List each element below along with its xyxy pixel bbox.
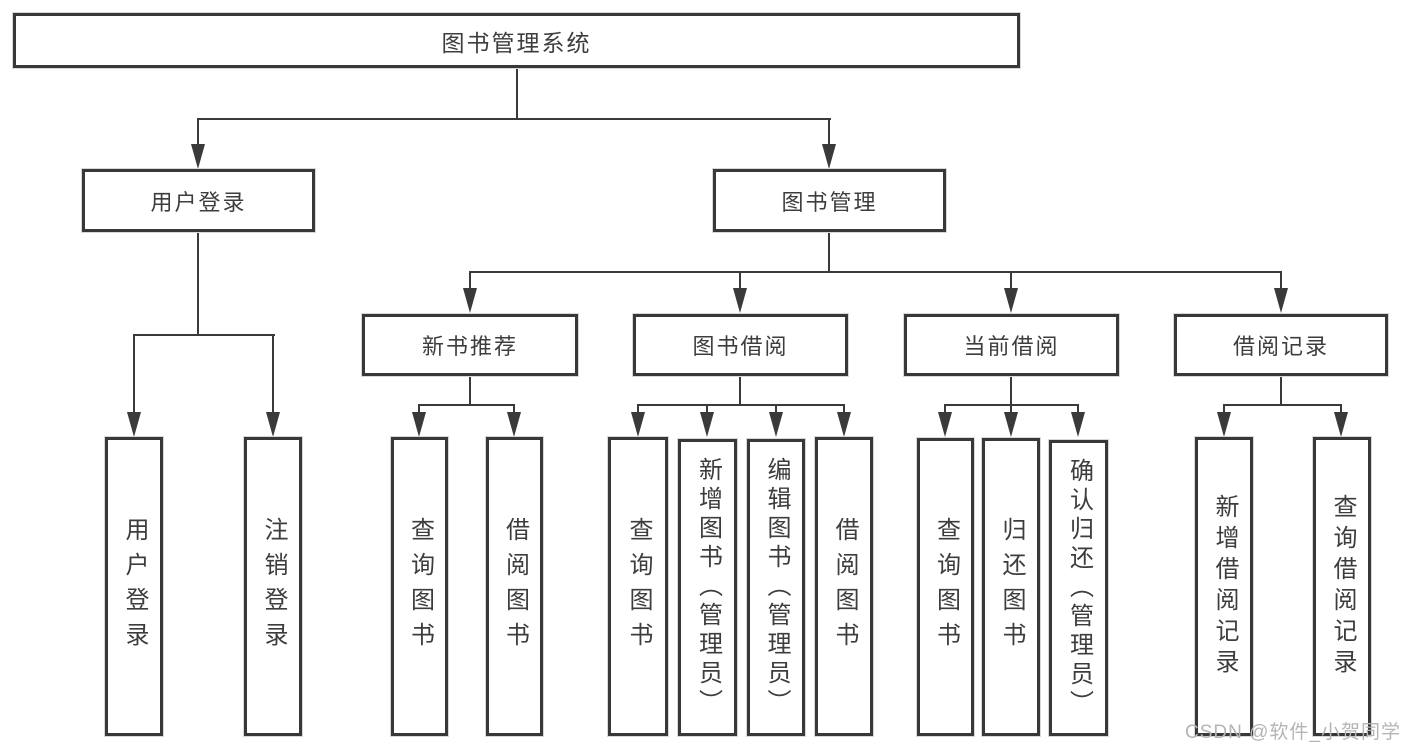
- leaf-query-books-borrowing: 查询图书: [608, 437, 668, 736]
- node-book-management: 图书管理: [713, 169, 946, 232]
- connector-line: [1077, 404, 1079, 414]
- connector-line: [418, 404, 420, 414]
- node-book-borrowing: 图书借阅: [633, 314, 848, 376]
- connector-line: [469, 271, 471, 291]
- connector-line: [944, 404, 946, 414]
- connector-line: [828, 118, 830, 146]
- node-current-borrowing: 当前借阅: [904, 314, 1119, 376]
- arrow-down-icon: [266, 412, 280, 437]
- arrow-down-icon: [1071, 412, 1085, 437]
- leaf-return-book: 归还图书: [982, 438, 1040, 736]
- node-label: 查询图书: [932, 517, 960, 657]
- connector-line: [272, 334, 274, 414]
- connector-line: [133, 334, 135, 414]
- leaf-logout: 注销登录: [244, 437, 302, 736]
- connector-line: [133, 334, 275, 336]
- connector-line: [197, 118, 199, 146]
- node-label: 归还图书: [998, 517, 1025, 657]
- arrow-down-icon: [191, 144, 205, 169]
- leaf-add-book-admin: 新增图书（管理员）: [678, 439, 737, 736]
- connector-line: [197, 118, 831, 120]
- arrow-down-icon: [700, 412, 714, 437]
- arrow-down-icon: [507, 412, 521, 437]
- connector-line: [418, 404, 515, 406]
- connector-line: [775, 404, 777, 414]
- connector-line: [197, 232, 199, 335]
- csdn-watermark: CSDN @软件_小贺同学: [1185, 722, 1401, 743]
- node-label: 图书管理: [781, 189, 878, 215]
- connector-line: [1280, 271, 1282, 291]
- leaf-edit-book-admin: 编辑图书（管理员）: [747, 439, 805, 736]
- node-label: 查询图书: [625, 516, 652, 657]
- arrow-down-icon: [1334, 412, 1348, 437]
- connector-line: [469, 271, 1282, 273]
- arrow-down-icon: [1004, 288, 1018, 313]
- arrow-down-icon: [1004, 412, 1018, 437]
- leaf-query-borrow-record: 查询借阅记录: [1313, 437, 1371, 736]
- node-label: 用户登录: [121, 516, 148, 657]
- leaf-user-login: 用户登录: [105, 437, 163, 736]
- node-label: 查询图书: [406, 516, 434, 657]
- connector-line: [828, 232, 830, 273]
- arrow-down-icon: [822, 144, 836, 169]
- node-label: 查询借阅记录: [1329, 493, 1356, 680]
- arrow-down-icon: [769, 412, 783, 437]
- node-label: 注销登录: [260, 516, 287, 657]
- connector-line: [1280, 376, 1282, 405]
- arrow-down-icon: [938, 412, 952, 437]
- leaf-borrow-books-borrowing: 借阅图书: [815, 437, 873, 736]
- node-library-management-system: 图书管理系统: [13, 13, 1020, 68]
- node-label: 新书推荐: [421, 334, 518, 359]
- connector-line: [1010, 271, 1012, 291]
- connector-line: [513, 404, 515, 414]
- connector-line: [843, 404, 845, 414]
- leaf-borrow-books-recommend: 借阅图书: [486, 437, 543, 736]
- node-borrowing-records: 借阅记录: [1174, 314, 1388, 376]
- arrow-down-icon: [127, 412, 141, 437]
- connector-line: [469, 376, 471, 405]
- node-label: 当前借阅: [963, 334, 1060, 359]
- node-label: 新增图书（管理员）: [694, 457, 722, 718]
- connector-line: [1223, 404, 1225, 414]
- leaf-add-borrow-record: 新增借阅记录: [1195, 437, 1253, 736]
- node-label: 借阅图书: [501, 516, 529, 657]
- node-user-login: 用户登录: [82, 169, 315, 232]
- arrow-down-icon: [1274, 288, 1288, 313]
- connector-line: [1223, 404, 1342, 406]
- connector-line: [637, 404, 844, 406]
- node-label: 编辑图书（管理员）: [763, 457, 790, 718]
- arrow-down-icon: [1217, 412, 1231, 437]
- connector-line: [1010, 376, 1012, 405]
- arrow-down-icon: [631, 412, 645, 437]
- node-label: 图书管理系统: [441, 29, 592, 56]
- connector-line: [1010, 404, 1012, 414]
- node-label: 借阅图书: [831, 516, 858, 657]
- leaf-query-books-recommend: 查询图书: [391, 437, 448, 736]
- node-label: 图书借阅: [692, 334, 789, 359]
- leaf-query-books-current: 查询图书: [917, 438, 974, 736]
- arrow-down-icon: [733, 288, 747, 313]
- arrow-down-icon: [463, 288, 477, 313]
- connector-line: [516, 68, 518, 119]
- node-label: 确认归还（管理员）: [1065, 457, 1093, 719]
- connector-line: [637, 404, 639, 414]
- connector-line: [739, 271, 741, 291]
- node-label: 新增借阅记录: [1211, 493, 1238, 680]
- leaf-confirm-return-admin: 确认归还（管理员）: [1049, 440, 1108, 736]
- connector-line: [1340, 404, 1342, 414]
- node-new-book-recommend: 新书推荐: [362, 314, 578, 376]
- arrow-down-icon: [412, 412, 426, 437]
- connector-line: [739, 376, 741, 405]
- connector-line: [706, 404, 708, 414]
- arrow-down-icon: [837, 412, 851, 437]
- node-label: 借阅记录: [1232, 334, 1329, 359]
- node-label: 用户登录: [150, 189, 247, 215]
